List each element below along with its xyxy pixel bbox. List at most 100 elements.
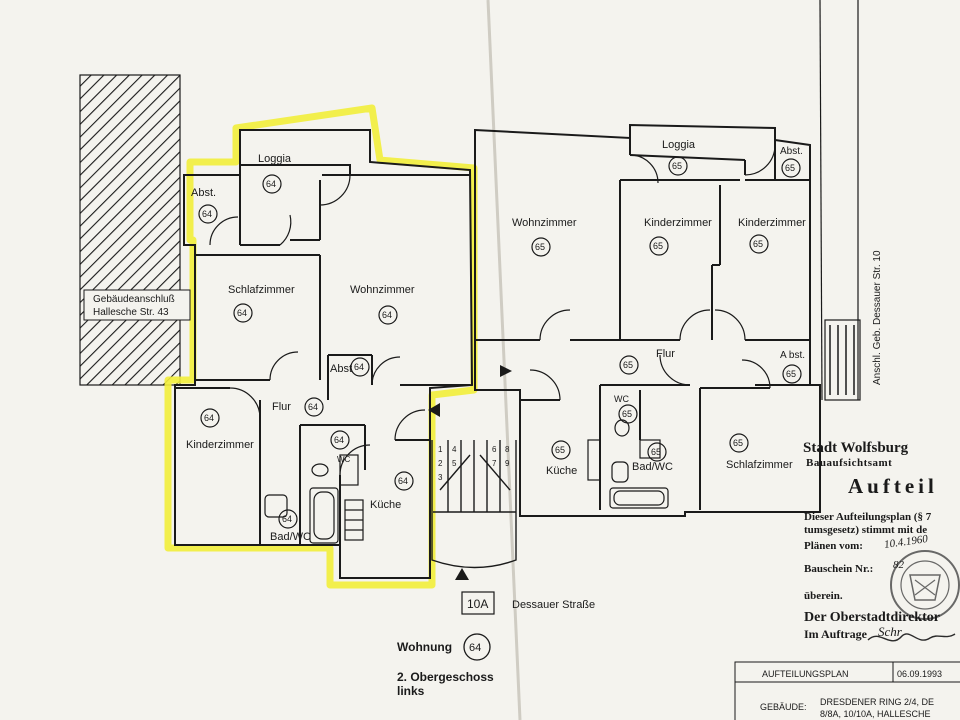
room-wohnzimmer-65: Wohnzimmer bbox=[512, 217, 577, 229]
svg-text:6: 6 bbox=[492, 445, 497, 454]
room-kinderzimmer-2-65: Kinderzimmer bbox=[738, 217, 806, 229]
svg-text:65: 65 bbox=[786, 369, 796, 379]
stamp-city: Stadt Wolfsburg bbox=[803, 440, 909, 456]
svg-text:64: 64 bbox=[334, 435, 344, 445]
unit-circles-64: 64 64 64 64 64 64 64 64 64 64 bbox=[198, 174, 414, 529]
svg-text:64: 64 bbox=[204, 413, 214, 423]
title-block-gebaeude-1: DRESDENER RING 2/4, DE bbox=[820, 697, 934, 707]
unit-circles-65: 65 65 65 65 65 65 65 65 65 65 65 bbox=[531, 156, 802, 462]
room-schlafzimmer-64: Schlafzimmer bbox=[228, 284, 295, 296]
house-number-box bbox=[461, 591, 495, 615]
room-abst-64: Abst. bbox=[191, 187, 216, 199]
svg-text:64: 64 bbox=[202, 209, 212, 219]
room-bad-wc-65: Bad/WC bbox=[632, 461, 673, 473]
svg-text:65: 65 bbox=[555, 445, 565, 455]
room-loggia-65: Loggia bbox=[662, 139, 696, 151]
wohnung-number: 64 bbox=[469, 642, 481, 654]
entrance-arrow bbox=[455, 568, 469, 580]
stamp-bauschein-label: Bauschein Nr.: bbox=[804, 563, 874, 575]
door-swings-64 bbox=[209, 174, 426, 476]
svg-text:64: 64 bbox=[382, 310, 392, 320]
room-wc-64: WC bbox=[337, 455, 351, 464]
title-block-gebaeude-2: 8/8A, 10/10A, HALLESCHE bbox=[820, 709, 931, 719]
svg-text:5: 5 bbox=[452, 459, 457, 468]
street-name: Dessauer Straße bbox=[512, 599, 595, 611]
adjacent-building-right bbox=[824, 319, 861, 401]
stairwell bbox=[431, 440, 517, 569]
apartment-64-highlight bbox=[164, 104, 478, 589]
room-abst-mid-65: A bst. bbox=[780, 350, 805, 361]
room-kueche-65: Küche bbox=[546, 465, 577, 477]
svg-text:65: 65 bbox=[785, 163, 795, 173]
apartment-64-walls bbox=[174, 129, 474, 579]
room-wc-65: WC bbox=[614, 394, 629, 404]
building-connection-label: Gebäudeanschluß bbox=[93, 294, 175, 305]
room-abst-mid-64: Abst bbox=[330, 363, 352, 375]
svg-text:65: 65 bbox=[651, 447, 661, 457]
building-connection-box bbox=[83, 289, 191, 321]
stair-numbers: 1 2 3 4 5 6 7 8 9 bbox=[438, 445, 510, 482]
floor-side-label: links bbox=[397, 684, 425, 698]
svg-text:8: 8 bbox=[505, 445, 510, 454]
svg-text:2: 2 bbox=[438, 459, 443, 468]
svg-text:64: 64 bbox=[308, 402, 318, 412]
svg-text:65: 65 bbox=[653, 241, 663, 251]
title-block-date: 06.09.1993 bbox=[897, 669, 942, 679]
room-bad-wc-64: Bad/WC bbox=[270, 531, 311, 543]
stamp-plaene-label: Plänen vom: bbox=[804, 540, 863, 552]
entrance-arrow bbox=[500, 365, 512, 377]
room-abst-65: Abst. bbox=[780, 146, 803, 157]
svg-text:65: 65 bbox=[672, 161, 682, 171]
entrance-arrow bbox=[428, 403, 440, 417]
page-fold bbox=[486, 0, 522, 720]
signature-scribble bbox=[867, 633, 956, 642]
svg-text:1: 1 bbox=[438, 445, 443, 454]
adjacent-building-right-label: Anschl. Geb. Dessauer Str. 10 bbox=[872, 250, 883, 385]
stamp-office: Bauaufsichtsamt bbox=[806, 457, 893, 469]
svg-text:65: 65 bbox=[622, 409, 632, 419]
adjacent-building-hatch bbox=[79, 74, 181, 386]
room-wohnzimmer-64: Wohnzimmer bbox=[350, 284, 415, 296]
room-schlafzimmer-65: Schlafzimmer bbox=[726, 459, 793, 471]
door-swings-65 bbox=[529, 144, 776, 401]
title-block-frame bbox=[734, 661, 960, 720]
svg-text:3: 3 bbox=[438, 473, 443, 482]
stamp-line-2: tumsgesetz) stimmt mit de bbox=[804, 524, 928, 536]
title-block-title: AUFTEILUNGSPLAN bbox=[762, 669, 849, 679]
stamp-heading: Aufteil bbox=[848, 474, 938, 498]
svg-text:65: 65 bbox=[623, 360, 633, 370]
wohnung-circle bbox=[463, 633, 491, 661]
bathroom-fixtures-64 bbox=[264, 454, 364, 544]
svg-text:4: 4 bbox=[452, 445, 457, 454]
svg-text:9: 9 bbox=[505, 459, 510, 468]
stamp-bauschein-value: 82 bbox=[893, 559, 904, 571]
house-number: 10A bbox=[467, 597, 488, 611]
svg-text:64: 64 bbox=[282, 514, 292, 524]
stamp-signature: Schr bbox=[878, 624, 902, 639]
stamp-line-1: Dieser Aufteilungsplan (§ 7 bbox=[804, 511, 932, 523]
room-flur-65: Flur bbox=[656, 348, 675, 360]
svg-text:64: 64 bbox=[398, 476, 408, 486]
svg-text:64: 64 bbox=[266, 179, 276, 189]
svg-text:65: 65 bbox=[535, 242, 545, 252]
svg-text:64: 64 bbox=[237, 308, 247, 318]
room-loggia-64: Loggia bbox=[258, 153, 292, 165]
svg-text:64: 64 bbox=[354, 362, 364, 372]
property-line bbox=[819, 0, 823, 401]
svg-text:65: 65 bbox=[733, 438, 743, 448]
building-connection-street: Hallesche Str. 43 bbox=[93, 307, 169, 318]
stamp-uebereinstimmung: überein. bbox=[804, 590, 843, 602]
apartment-65-walls bbox=[474, 123, 821, 517]
bathroom-fixtures-65 bbox=[587, 419, 669, 509]
room-kinderzimmer-1-65: Kinderzimmer bbox=[644, 217, 712, 229]
wohnung-label: Wohnung bbox=[397, 640, 452, 654]
title-block-gebaeude-label: GEBÄUDE: bbox=[760, 702, 807, 712]
stamp-oberstadtdirektor: Der Oberstadtdirektor bbox=[804, 610, 940, 625]
room-kueche-64: Küche bbox=[370, 499, 401, 511]
room-kinderzimmer-64: Kinderzimmer bbox=[186, 439, 254, 451]
svg-text:65: 65 bbox=[753, 239, 763, 249]
official-seal bbox=[890, 550, 960, 620]
room-flur-64: Flur bbox=[272, 401, 291, 413]
floor-label: 2. Obergeschoss bbox=[397, 670, 494, 684]
